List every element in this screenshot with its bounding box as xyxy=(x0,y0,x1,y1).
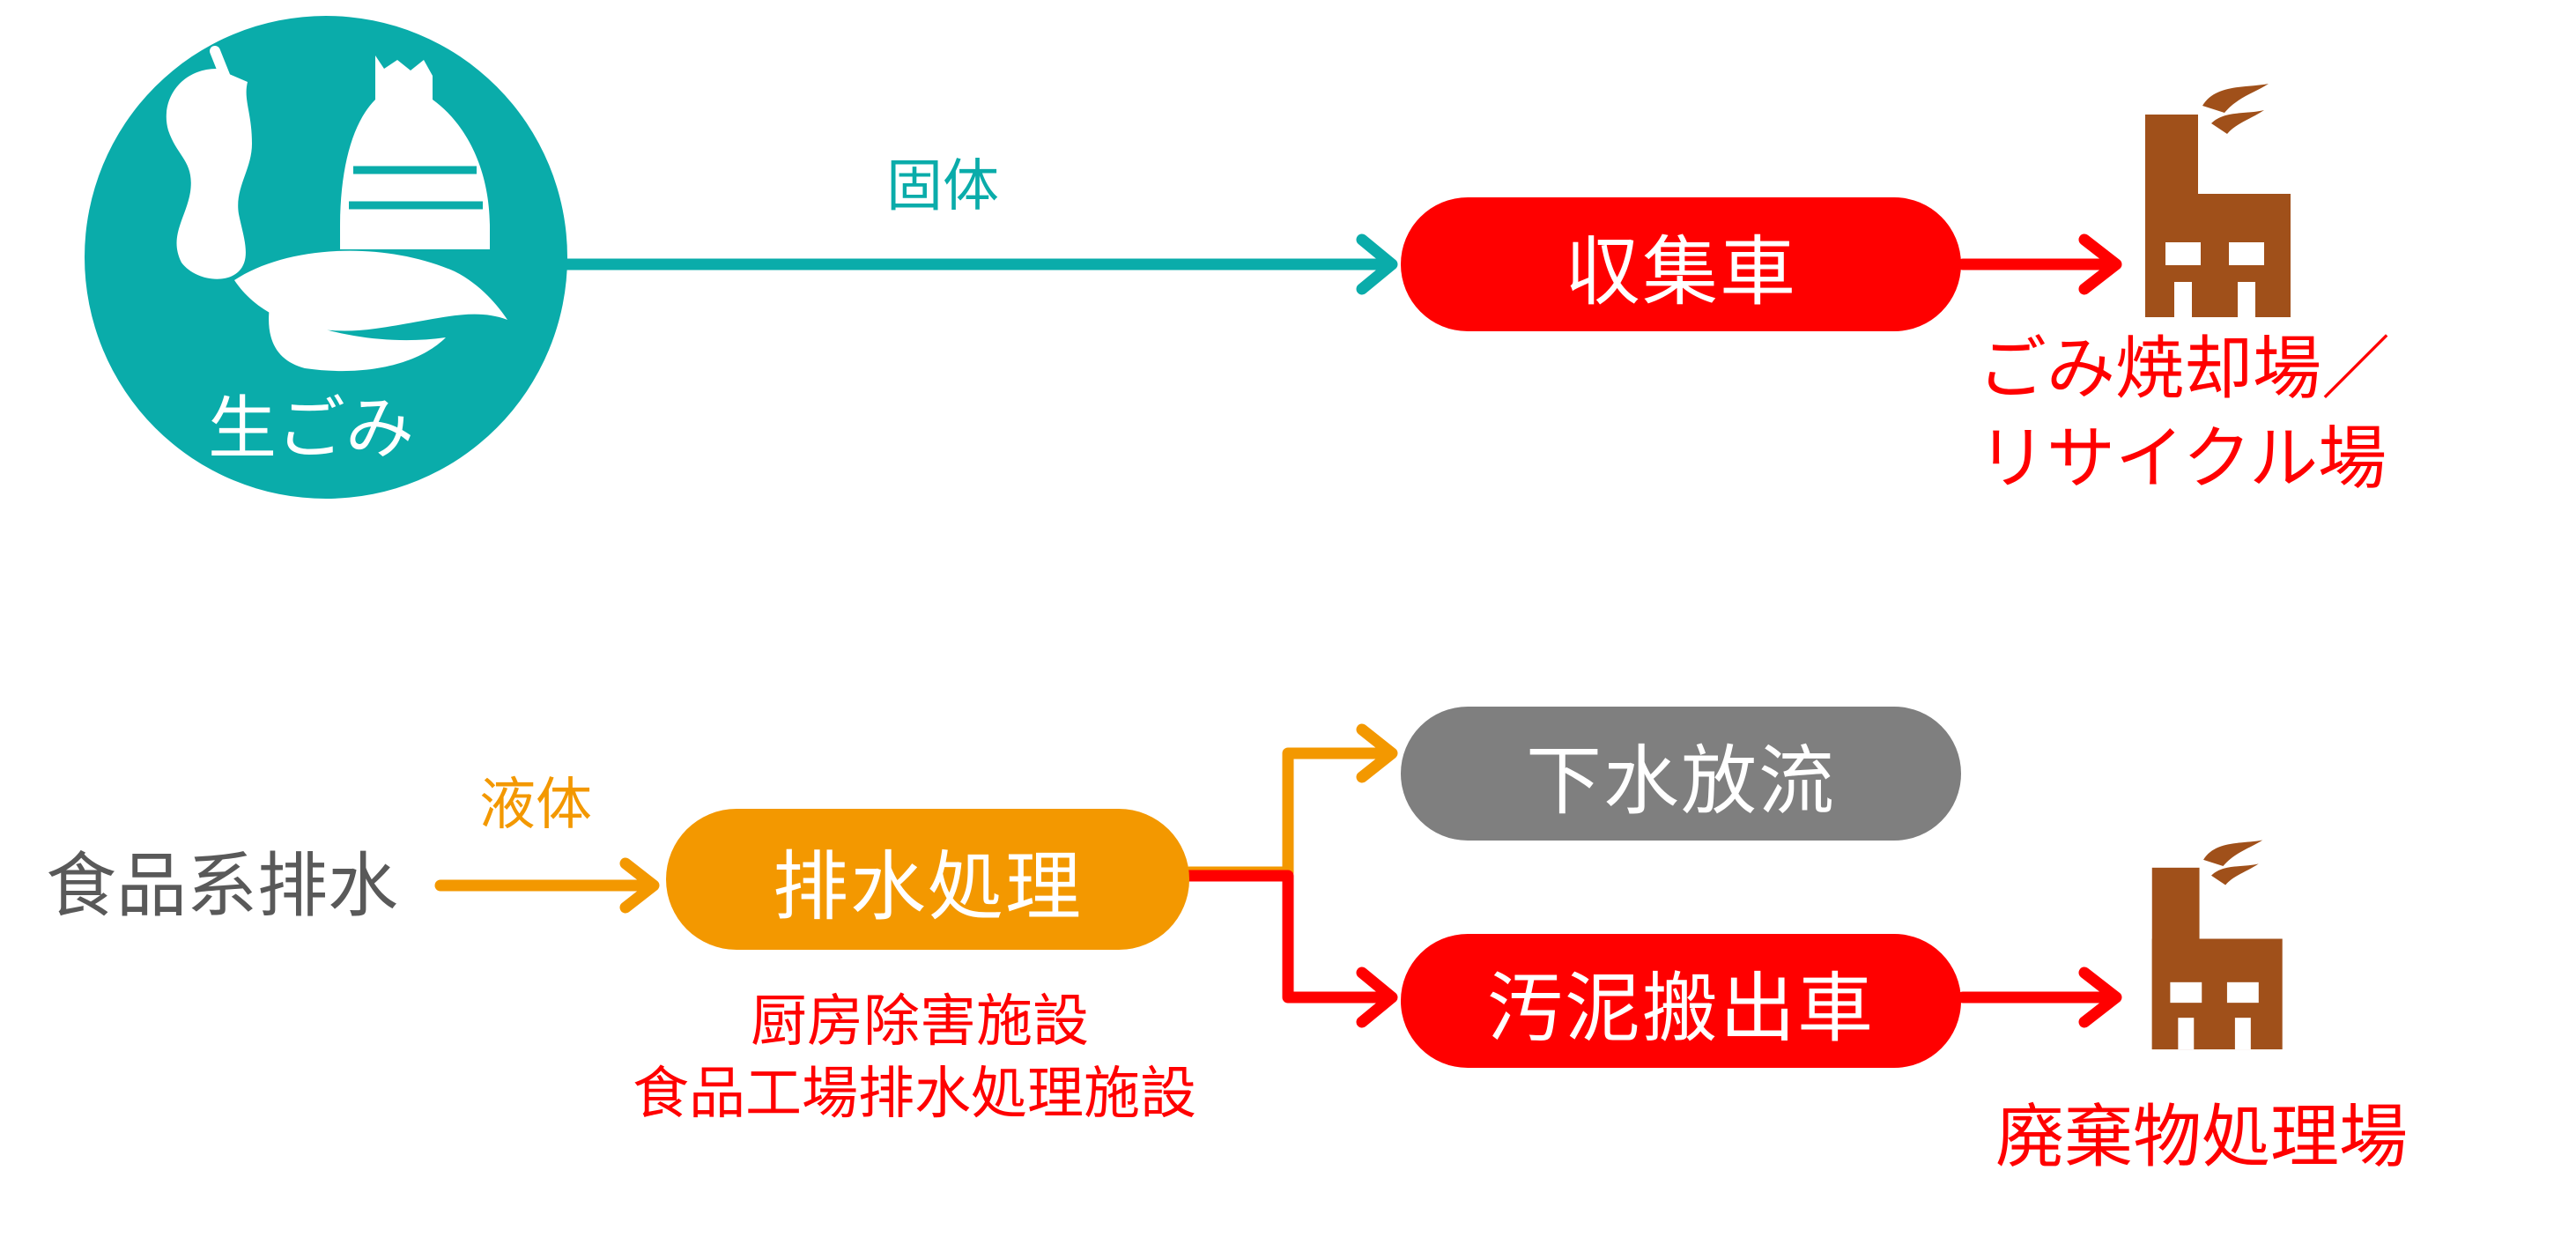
treatment-note-line1: 厨房除害施設 xyxy=(751,989,1089,1055)
sewer-discharge-node: 下水放流 xyxy=(1401,707,1961,841)
factory-icon xyxy=(2151,840,2283,1050)
collection-truck-node: 収集車 xyxy=(1401,197,1961,331)
wastewater-treatment-label: 排水処理 xyxy=(773,842,1083,931)
sewer-discharge-label: 下水放流 xyxy=(1526,737,1836,826)
sludge-truck-node: 汚泥搬出車 xyxy=(1401,934,1961,1068)
solid-flow-arrow xyxy=(558,233,1398,295)
solid-to-incinerator-arrow xyxy=(1957,233,2122,295)
treatment-to-sewer-arrow xyxy=(1183,723,1398,878)
liquid-flow-arrow xyxy=(434,857,660,914)
food-waste-node: 生ごみ xyxy=(85,16,567,499)
food-waste-label: 生ごみ xyxy=(208,389,415,469)
waste-disposal-label: 廃棄物処理場 xyxy=(1995,1098,2409,1177)
factory-icon xyxy=(2145,84,2291,317)
sludge-truck-label: 汚泥搬出車 xyxy=(1487,964,1875,1053)
wastewater-source-label: 食品系排水 xyxy=(46,845,398,927)
treatment-to-sludge-arrow xyxy=(1183,870,1398,1028)
incinerator-label-line2: リサイクル場 xyxy=(1978,419,2387,499)
treatment-note-line2: 食品工場排水処理施設 xyxy=(633,1062,1196,1127)
sludge-to-disposal-arrow xyxy=(1957,967,2122,1028)
solid-edge-label: 固体 xyxy=(886,154,999,219)
food-waste-icon xyxy=(166,46,507,372)
incinerator-label-line1: ごみ焼却場／ xyxy=(1978,330,2391,409)
collection-truck-label: 収集車 xyxy=(1565,227,1797,316)
wastewater-treatment-node: 排水処理 xyxy=(666,809,1189,950)
liquid-edge-label: 液体 xyxy=(479,773,592,838)
